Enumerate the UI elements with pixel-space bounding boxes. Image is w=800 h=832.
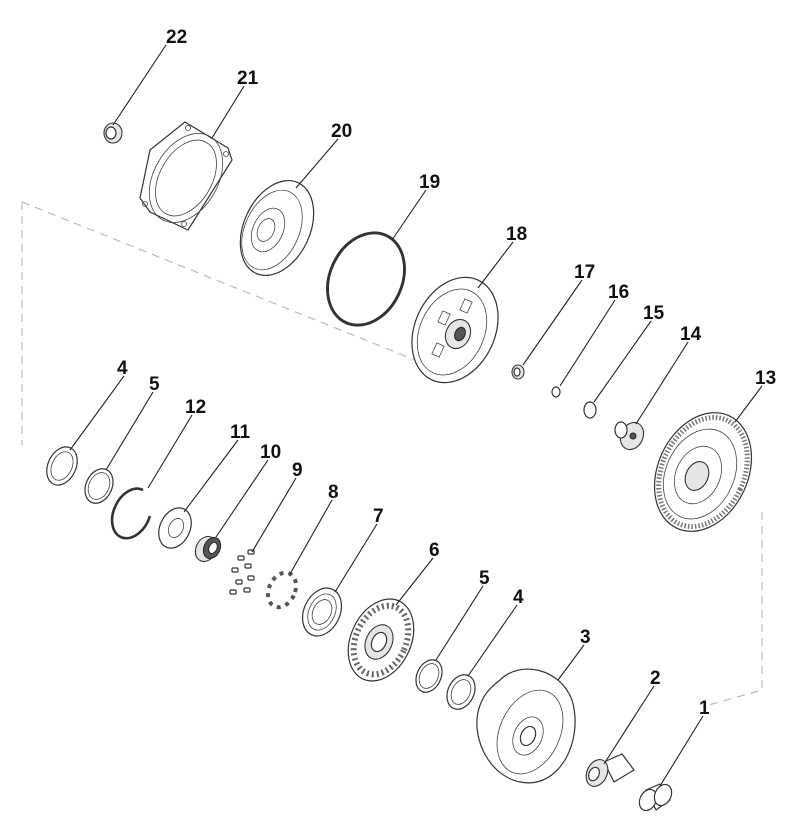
callout-9: 9 xyxy=(292,460,303,481)
part-14-turbine-hub xyxy=(614,421,645,451)
part-1-cap xyxy=(638,783,673,812)
callout-15: 15 xyxy=(643,303,665,324)
leader-19 xyxy=(391,189,427,241)
leader-17 xyxy=(522,279,583,366)
leader-6 xyxy=(395,557,434,606)
part-13-turbine xyxy=(653,412,753,532)
leader-13 xyxy=(734,385,763,423)
part-15-o-ring xyxy=(583,401,597,419)
part-11-washer xyxy=(158,507,192,549)
part-8-rollers xyxy=(265,570,299,610)
callout-11: 11 xyxy=(230,422,251,443)
part-19-seal-ring xyxy=(326,231,406,327)
callout-4-right: 4 xyxy=(513,587,524,608)
part-20-piston xyxy=(239,179,315,277)
leader-4-left xyxy=(69,375,125,451)
leader-16 xyxy=(559,299,616,387)
leader-lines xyxy=(69,44,763,787)
callout-22: 22 xyxy=(166,27,187,48)
leader-22 xyxy=(112,44,167,126)
callout-5-left: 5 xyxy=(149,374,160,395)
part-2-pilot-hub xyxy=(585,753,635,787)
part-22-bushing xyxy=(103,122,123,144)
part-17-bushing xyxy=(511,364,525,380)
callout-14: 14 xyxy=(680,324,702,345)
part-5-washer-left xyxy=(84,468,114,504)
callout-3: 3 xyxy=(580,627,591,648)
callout-18: 18 xyxy=(506,224,527,245)
callout-20: 20 xyxy=(331,121,352,142)
leader-3 xyxy=(557,644,585,681)
callout-1: 1 xyxy=(699,698,710,719)
part-4-thrust-washer-right xyxy=(446,674,476,710)
leader-10 xyxy=(215,459,269,538)
callout-10: 10 xyxy=(260,442,281,463)
leader-8 xyxy=(289,499,333,575)
leader-14 xyxy=(635,341,689,425)
leader-12 xyxy=(147,414,193,489)
callout-21: 21 xyxy=(237,68,259,89)
part-4-thrust-washer-left xyxy=(46,446,78,486)
callout-17: 17 xyxy=(574,262,595,283)
callout-2: 2 xyxy=(650,668,661,689)
assembly-boundary-dashed xyxy=(21,201,763,707)
part-7-clutch-cam xyxy=(301,587,343,637)
leader-7 xyxy=(334,523,378,593)
leader-4-right xyxy=(467,604,518,677)
part-18-piston-housing xyxy=(411,276,499,384)
callout-13: 13 xyxy=(755,368,776,389)
leader-5-right xyxy=(435,585,484,661)
leader-18 xyxy=(477,241,514,289)
callout-7: 7 xyxy=(373,506,384,527)
part-3-converter-shell xyxy=(476,668,576,784)
leader-9 xyxy=(251,477,297,553)
leader-5-left xyxy=(105,391,154,471)
leader-21 xyxy=(211,85,245,139)
callout-12: 12 xyxy=(185,397,206,418)
part-6-stator xyxy=(347,598,415,682)
leader-20 xyxy=(295,138,339,189)
part-21-cover-plate xyxy=(139,121,233,231)
leader-15 xyxy=(593,320,652,403)
callout-labels: 22 21 20 19 18 17 16 15 14 13 4 5 12 11 … xyxy=(117,27,776,719)
part-9-springs xyxy=(229,549,255,595)
callout-16: 16 xyxy=(608,282,629,303)
leader-2 xyxy=(603,685,655,765)
part-12-snap-ring xyxy=(110,487,152,540)
callout-19: 19 xyxy=(419,172,440,193)
callout-4-left: 4 xyxy=(117,358,128,379)
leader-11 xyxy=(183,439,239,513)
part-16-o-ring xyxy=(551,386,561,398)
part-5-washer-right xyxy=(415,659,443,693)
part-10-clutch-race xyxy=(194,535,222,563)
callout-6: 6 xyxy=(429,540,440,561)
callout-8: 8 xyxy=(328,482,339,503)
leader-1 xyxy=(659,715,704,787)
callout-5-right: 5 xyxy=(479,568,490,589)
